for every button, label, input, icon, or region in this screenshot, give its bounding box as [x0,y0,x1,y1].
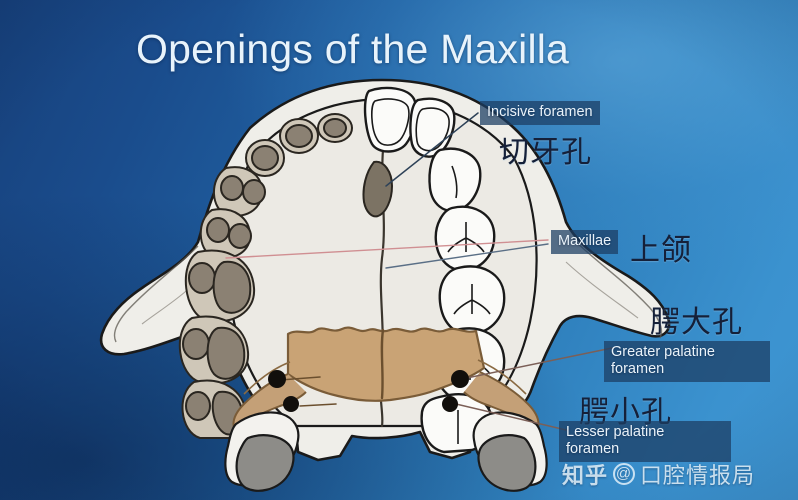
incisive-foramen [362,160,394,218]
at-icon: @ [613,463,636,485]
watermark-logo: 知乎 [562,463,609,488]
leader-lines [225,112,613,431]
label-incisive-foramen-chinese: 切牙孔 [499,136,592,169]
lesser-palatine-foramen-left [283,396,299,412]
left-tooth-sockets [178,113,353,439]
label-greater-palatine-foramen: Greater palatine foramen [604,341,770,382]
palatine-bone [232,326,540,430]
greater-palatine-foramen-right [451,370,469,388]
label-incisive-foramen: Incisive foramen [480,101,600,125]
label-maxillae-chinese: 上颌 [630,234,692,267]
lesser-palatine-foramen-right [442,396,458,412]
foramen-markers [268,370,469,412]
label-greater-palatine-foramen-chinese: 腭大孔 [650,306,743,339]
greater-palatine-foramen-left [268,370,286,388]
watermark: 知乎 @ 口腔情报局 [562,458,755,490]
page-title: Openings of the Maxilla [136,26,570,72]
label-lesser-palatine-foramen: Lesser palatine foramen [559,421,731,462]
label-maxillae: Maxillae [551,230,619,254]
pterygoid-processes [224,411,548,492]
watermark-account: 口腔情报局 [640,463,756,488]
